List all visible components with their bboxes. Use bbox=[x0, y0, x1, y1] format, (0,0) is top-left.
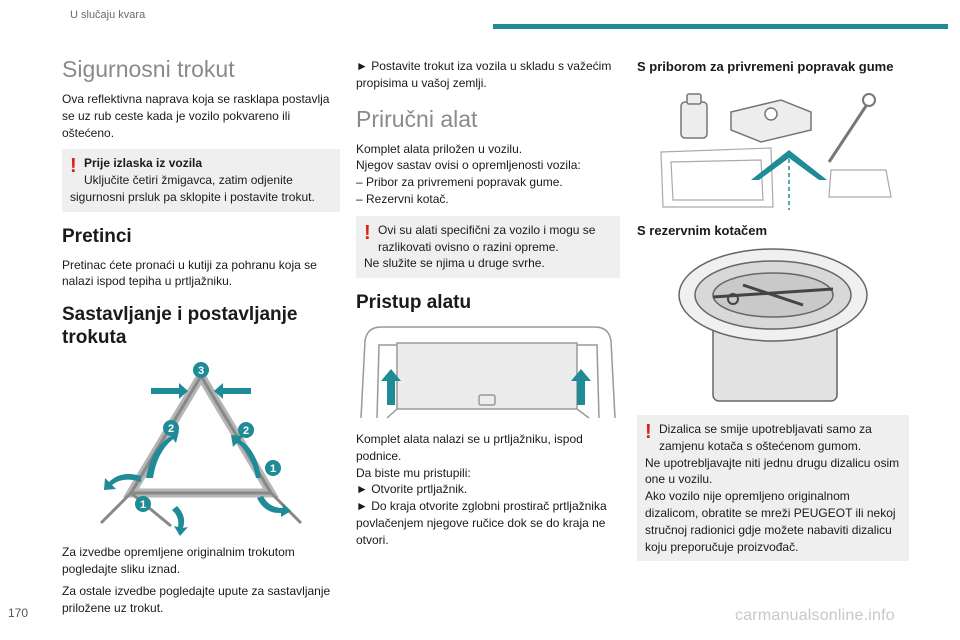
heading-pristup-alatu: Pristup alatu bbox=[356, 292, 472, 314]
alat-line: – Pribor za privremeni popravak gume. bbox=[356, 175, 563, 190]
pristup-line: Komplet alata nalazi se u prtljažniku, i… bbox=[356, 431, 583, 463]
warning-icon: ! bbox=[70, 155, 77, 178]
warning-box-1: ! Prije izlaska iz vozila Uključite četi… bbox=[62, 149, 340, 212]
warning-icon: ! bbox=[364, 221, 371, 244]
spare-wheel-figure bbox=[678, 248, 868, 402]
warning-line: razlikovati ovisno o razini opreme. bbox=[378, 239, 559, 254]
figure-label-1: 1 bbox=[270, 463, 276, 475]
pristup-step: ► Otvorite prtljažnik. bbox=[356, 482, 468, 497]
running-header: U slučaju kvara bbox=[70, 9, 146, 21]
warning-line: zamjenu kotača s oštećenom gumom. bbox=[659, 438, 862, 453]
triangle-assembly-figure: 3 2 2 1 1 bbox=[99, 361, 303, 536]
figure-label-3: 3 bbox=[198, 365, 204, 377]
caption-2: Za ostale izvedbe pogledajte upute za sa… bbox=[62, 584, 331, 616]
column-3: S priborom za privremeni popravak gume S… bbox=[637, 48, 909, 575]
heading-s-rezervnim: S rezervnim kotačem bbox=[637, 222, 768, 238]
alat-line: Komplet alata priložen u vozilu. bbox=[356, 141, 523, 156]
warning-box-3: ! Dizalica se smije upotrebljavati samo … bbox=[637, 415, 909, 562]
warning-line: Ne upotrebljavajte niti jednu drugu diza… bbox=[645, 455, 900, 487]
warning-line: Dizalica se smije upotrebljavati samo za bbox=[659, 422, 872, 437]
watermark: carmanualsonline.info bbox=[735, 607, 895, 624]
pretinci-paragraph: Pretinac ćete pronaći u kutiji za pohran… bbox=[62, 257, 317, 289]
warning-line: sigurnosni prsluk pa sklopite i postavit… bbox=[70, 189, 315, 204]
heading-s-priborom: S priborom za privremeni popravak gume bbox=[637, 59, 894, 74]
heading-sigurnosni-trokut: Sigurnosni trokut bbox=[62, 56, 235, 82]
intro-paragraph: Ova reflektivna naprava koja se rasklapa… bbox=[62, 92, 330, 140]
warning-icon: ! bbox=[645, 421, 652, 444]
page-number: 170 bbox=[8, 606, 29, 620]
alat-line: – Rezervni kotač. bbox=[356, 191, 449, 206]
warning-box-2: ! Ovi su alati specifični za vozilo i mo… bbox=[356, 215, 620, 279]
warning-line: Ako vozilo nije opremljeno originalnom d… bbox=[645, 489, 896, 554]
pristup-step: ► Do kraja otvorite zglobni prostirač pr… bbox=[356, 499, 607, 547]
heading-pretinci: Pretinci bbox=[62, 225, 132, 247]
column-1: Sigurnosni trokut Ova reflektivna naprav… bbox=[62, 48, 340, 623]
heading-prirucni-alat: Priručni alat bbox=[356, 105, 478, 132]
alat-line: Njegov sastav ovisi o opremljenosti vozi… bbox=[356, 158, 581, 173]
trunk-floor-figure bbox=[360, 326, 616, 419]
header-accent-bar bbox=[493, 24, 948, 29]
figure-label-1: 1 bbox=[140, 499, 146, 511]
heading-sastavljanje: Sastavljanje i postavljanje trokuta bbox=[62, 304, 298, 348]
column-2: ► Postavite trokut iza vozila u skladu s… bbox=[356, 48, 620, 549]
warning-line: Ovi su alati specifični za vozilo i mogu… bbox=[378, 222, 596, 237]
step-place-triangle: ► Postavite trokut iza vozila u skladu s… bbox=[356, 59, 612, 90]
repair-kit-figure bbox=[659, 92, 892, 210]
warning-line: Ne služite se njima u druge svrhe. bbox=[364, 256, 545, 271]
pristup-line: Da biste mu pristupili: bbox=[356, 465, 471, 480]
figure-label-2: 2 bbox=[168, 423, 174, 435]
warning-line: Uključite četiri žmigavca, zatim odjenit… bbox=[84, 173, 293, 188]
caption-1: Za izvedbe opremljene originalnim trokut… bbox=[62, 544, 295, 576]
warning-title: Prije izlaska iz vozila bbox=[84, 156, 203, 171]
figure-label-2: 2 bbox=[243, 425, 249, 437]
